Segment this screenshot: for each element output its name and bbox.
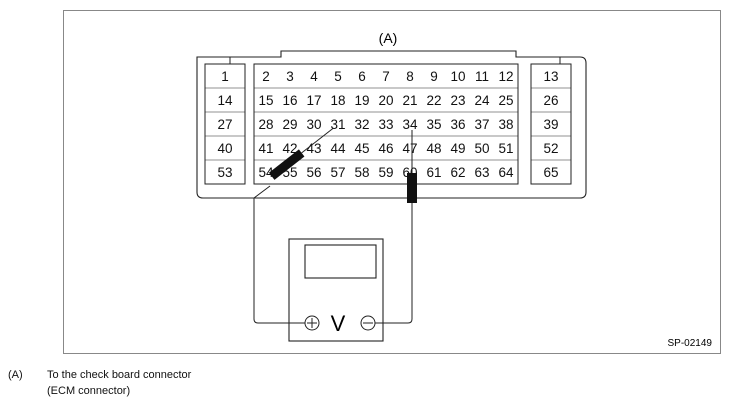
pin-label-65: 65 [543, 165, 558, 180]
pin-label-30: 30 [306, 117, 321, 132]
pin-label-27: 27 [217, 117, 232, 132]
pin-label-53: 53 [217, 165, 232, 180]
pin-label-48: 48 [426, 141, 441, 156]
pin-label-38: 38 [498, 117, 513, 132]
pin-label-59: 59 [378, 165, 393, 180]
voltmeter: V [288, 238, 384, 342]
pin-label-13: 13 [543, 69, 558, 84]
pin-label-4: 4 [310, 69, 318, 84]
pin-label-45: 45 [354, 141, 369, 156]
pin-label-7: 7 [382, 69, 390, 84]
pin-label-47: 47 [402, 141, 417, 156]
pin-label-21: 21 [402, 93, 417, 108]
pin-label-23: 23 [450, 93, 465, 108]
pin-label-61: 61 [426, 165, 441, 180]
pin-label-20: 20 [378, 93, 393, 108]
test-leads [253, 127, 417, 324]
pin-label-36: 36 [450, 117, 465, 132]
figure-code: SP-02149 [668, 338, 713, 349]
pin-label-56: 56 [306, 165, 321, 180]
connector-label: (A) [379, 30, 398, 46]
pin-label-31: 31 [330, 117, 345, 132]
pin-label-50: 50 [474, 141, 489, 156]
pin-label-42: 42 [282, 141, 297, 156]
pin-label-16: 16 [282, 93, 297, 108]
pin-label-39: 39 [543, 117, 558, 132]
pin-label-40: 40 [217, 141, 232, 156]
pin-label-6: 6 [358, 69, 366, 84]
pin-label-33: 33 [378, 117, 393, 132]
pin-label-43: 43 [306, 141, 321, 156]
pin-label-14: 14 [217, 93, 233, 108]
pin-label-18: 18 [330, 93, 345, 108]
pin-label-51: 51 [498, 141, 513, 156]
pin-label-57: 57 [330, 165, 345, 180]
pin-label-17: 17 [306, 93, 321, 108]
pin-label-25: 25 [498, 93, 513, 108]
pin-label-54: 54 [258, 165, 274, 180]
legend-text-line2: (ECM connector) [47, 385, 131, 397]
pin-label-15: 15 [258, 93, 273, 108]
legend-marker: (A) [8, 369, 23, 381]
pin-label-58: 58 [354, 165, 369, 180]
pin-block-left [204, 63, 246, 185]
pin-label-10: 10 [450, 69, 465, 84]
pin-block-center [253, 63, 519, 185]
positive-probe [268, 127, 334, 180]
pin-label-24: 24 [474, 93, 490, 108]
negative-lead-wire [375, 202, 413, 324]
pin-label-44: 44 [330, 141, 346, 156]
pin-label-49: 49 [450, 141, 465, 156]
pin-label-41: 41 [258, 141, 273, 156]
pin-label-22: 22 [426, 93, 441, 108]
pin-label-5: 5 [334, 69, 342, 84]
pin-label-62: 62 [450, 165, 465, 180]
voltmeter-display [304, 244, 377, 279]
pin-label-1: 1 [221, 69, 229, 84]
legend-text-line1: To the check board connector [47, 369, 192, 381]
pin-label-11: 11 [475, 69, 489, 84]
pin-label-2: 2 [262, 69, 270, 84]
pin-label-29: 29 [282, 117, 297, 132]
pin-label-9: 9 [430, 69, 438, 84]
pin-label-28: 28 [258, 117, 273, 132]
negative-probe [407, 173, 417, 203]
pin-label-63: 63 [474, 165, 489, 180]
pin-block-right [530, 63, 572, 185]
pin-label-34: 34 [402, 117, 418, 132]
pin-label-35: 35 [426, 117, 441, 132]
pin-label-37: 37 [474, 117, 489, 132]
pin-label-8: 8 [406, 69, 414, 84]
pin-label-19: 19 [354, 93, 369, 108]
pin-label-26: 26 [543, 93, 558, 108]
pin-label-52: 52 [543, 141, 558, 156]
pin-label-12: 12 [498, 69, 513, 84]
positive-lead-wire [253, 185, 305, 324]
pin-label-3: 3 [286, 69, 294, 84]
pin-label-32: 32 [354, 117, 369, 132]
voltmeter-symbol: V [331, 311, 346, 336]
pin-label-46: 46 [378, 141, 393, 156]
pin-label-64: 64 [498, 165, 514, 180]
